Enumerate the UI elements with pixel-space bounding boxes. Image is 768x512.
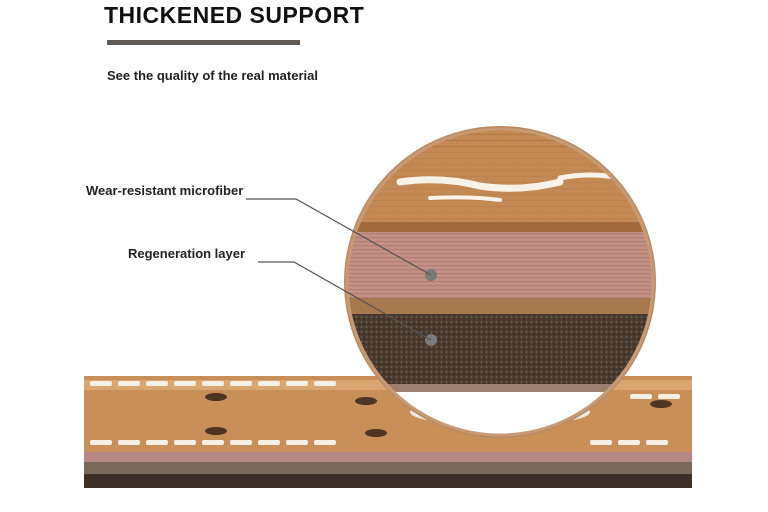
callout-label-regeneration: Regeneration layer — [128, 246, 246, 261]
callout-leader-lines — [246, 198, 432, 341]
page-subtitle: See the quality of the real material — [107, 68, 318, 83]
page-title: THICKENED SUPPORT — [104, 2, 365, 28]
callout-label-microfiber: Wear-resistant microfiber — [86, 183, 244, 198]
title-underline — [107, 40, 300, 45]
